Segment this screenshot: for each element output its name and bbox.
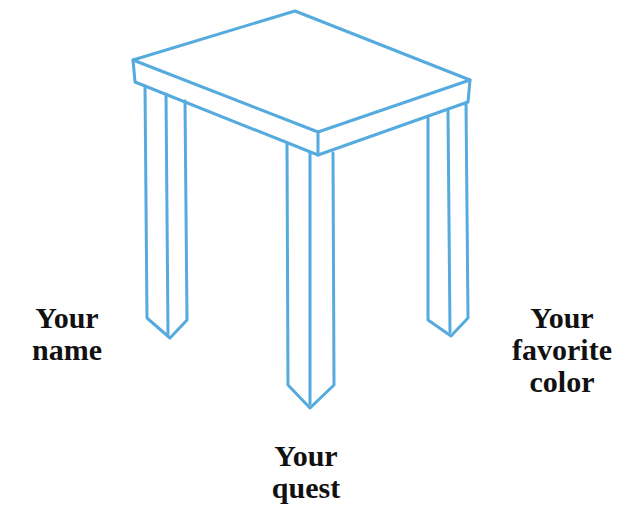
left-leg — [145, 86, 187, 338]
right-leg — [428, 103, 468, 336]
middle-leg — [287, 143, 334, 408]
leg-label: Your name — [32, 302, 102, 366]
seat-edge — [133, 60, 470, 155]
seat-top — [133, 11, 470, 132]
leg-label: Your favorite color — [512, 302, 612, 398]
right-leg-edge — [448, 111, 450, 332]
left-leg-edge — [166, 94, 168, 334]
seat-corner — [317, 132, 320, 155]
leg-label: Your quest — [272, 440, 340, 504]
middle-leg-edge — [309, 152, 312, 404]
